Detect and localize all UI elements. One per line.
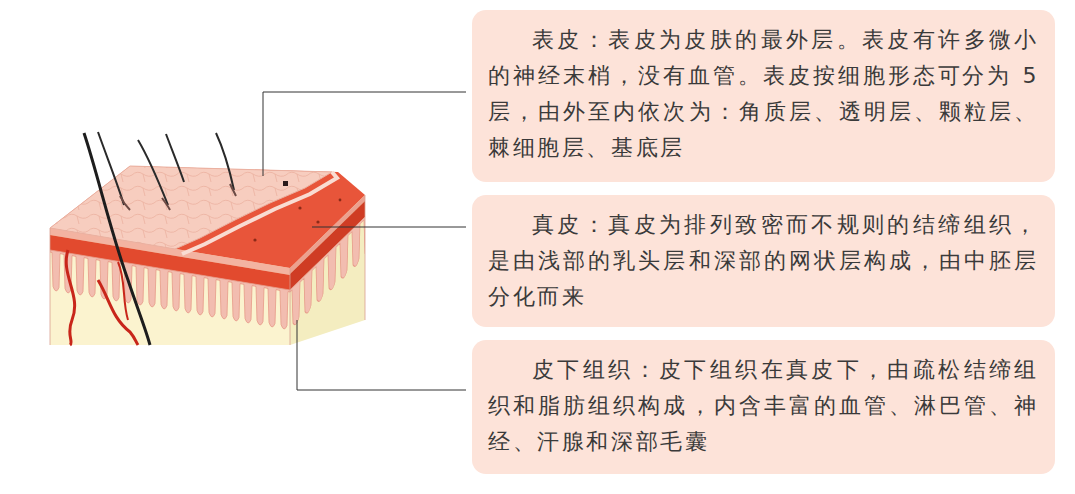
info-box: 表皮：表皮为皮肤的最外层。表皮有许多微小的神经末梢，没有血管。表皮按细胞形态可分… [472, 10, 1055, 182]
box-text: 表皮：表皮为皮肤的最外层。表皮有许多微小的神经末梢，没有血管。表皮按细胞形态可分… [488, 22, 1039, 166]
epidermis-top [50, 166, 332, 249]
box-text: 皮下组织：皮下组织在真皮下，由疏松结缔组织和脂肪组织构成，内含丰富的血管、淋巴管… [488, 352, 1039, 460]
leader-line [312, 227, 466, 228]
leader-line [297, 320, 466, 390]
box-text: 真皮：真皮为排列致密而不规则的结缔组织，是由浅部的乳头层和深部的网状层构成，由中… [488, 207, 1039, 315]
info-box: 真皮：真皮为排列致密而不规则的结缔组织，是由浅部的乳头层和深部的网状层构成，由中… [472, 195, 1055, 327]
leader-line [263, 92, 466, 176]
info-box: 皮下组织：皮下组织在真皮下，由疏松结缔组织和脂肪组织构成，内含丰富的血管、淋巴管… [472, 340, 1055, 474]
